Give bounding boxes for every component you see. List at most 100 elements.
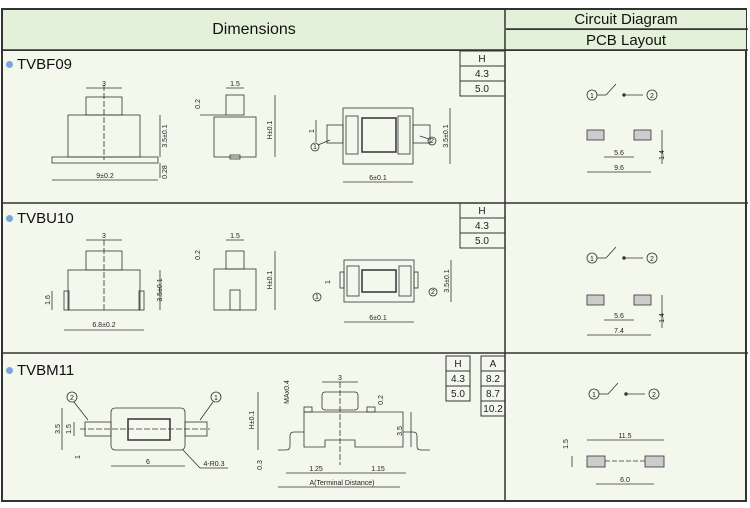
- h-value: 5.0: [475, 236, 489, 247]
- dimensions-header: Dimensions: [3, 10, 505, 51]
- part-name: TVBM11: [17, 362, 75, 379]
- a-value: 10.2: [483, 404, 503, 415]
- pin-label: 2: [431, 289, 435, 296]
- h-header: H: [478, 54, 485, 65]
- dim-label: 1: [325, 280, 332, 284]
- pin-label: 1: [590, 93, 594, 100]
- h-value: 4.3: [451, 374, 465, 385]
- pin-label: 2: [70, 395, 74, 402]
- pin-label: 2: [652, 392, 656, 399]
- dim-label: 3.5±0.1: [162, 124, 169, 147]
- dimensions-header-label: Dimensions: [212, 21, 296, 38]
- dim-label: 1.4: [659, 150, 666, 160]
- dim-label: 3.5±0.1: [444, 269, 451, 292]
- pin-label: 1: [214, 395, 218, 402]
- pcb-pads: [571, 439, 665, 485]
- pcb-pads: [586, 129, 663, 173]
- pin-label: 1: [313, 144, 317, 151]
- top-view-tvbm11: [61, 391, 228, 469]
- pin-label: 2: [650, 93, 654, 100]
- dim-label: 1.5: [230, 81, 240, 88]
- dim-label: 0.28: [162, 165, 169, 179]
- dim-label: 3.5±0.1: [443, 124, 450, 147]
- dim-label: 3: [338, 375, 342, 382]
- switch-symbol: [588, 382, 660, 400]
- section-title-tvbm11: TVBM11: [6, 362, 74, 379]
- dim-label: 4-R0.3: [203, 461, 224, 468]
- dim-label: 3.5: [397, 426, 404, 436]
- switch-symbol: [586, 246, 658, 264]
- dim-label: 0.2: [195, 250, 202, 260]
- front-view-tvbf09: [51, 85, 161, 181]
- h-value: 5.0: [451, 389, 465, 400]
- dim-label: 1.25: [309, 466, 323, 473]
- h-header: H: [454, 359, 461, 370]
- dim-label: 0.3: [257, 460, 264, 470]
- pin-label: 1: [590, 256, 594, 263]
- pin-label: 1: [315, 294, 319, 301]
- dim-label: 1.15: [371, 466, 385, 473]
- table-grid: [2, 9, 748, 502]
- dim-label: 3.5±0.1: [157, 278, 164, 301]
- dim-label: 1: [75, 455, 82, 459]
- pin-label: 2: [650, 256, 654, 263]
- top-view-tvbu10: [312, 259, 452, 323]
- front-view-tvbu10: [51, 239, 161, 331]
- dim-label: 11.5: [618, 433, 631, 440]
- h-value: 5.0: [475, 84, 489, 95]
- dim-label: 3.5: [55, 424, 62, 434]
- pin-label: 2: [430, 138, 434, 145]
- dim-label: 1.6: [45, 295, 52, 305]
- h-value: 4.3: [475, 221, 489, 232]
- dim-label: 6.8±0.2: [92, 322, 115, 329]
- dim-label: 0.2: [195, 99, 202, 109]
- h-table-tvbf09: [459, 50, 506, 97]
- circuit-diagram-label: Circuit Diagram: [574, 11, 678, 28]
- dim-label: H±0.1: [267, 121, 274, 140]
- dim-label: 5.6: [614, 150, 624, 157]
- h-table-tvbu10: [459, 202, 506, 249]
- side-view-tvbf09: [200, 87, 276, 160]
- dim-label: 6±0.1: [369, 315, 387, 322]
- dim-label: 9±0.2: [96, 173, 114, 180]
- dim-label: 1.5: [563, 439, 570, 449]
- switch-symbol: [586, 83, 658, 101]
- part-name: TVBF09: [17, 56, 73, 73]
- h-value: 4.3: [475, 69, 489, 80]
- dim-label: H±0.1: [249, 411, 256, 430]
- side-view-tvbm11: [257, 381, 430, 488]
- dim-label: 0.2: [378, 395, 385, 405]
- part-name: TVBU10: [17, 210, 74, 227]
- side-view-tvbu10: [213, 239, 276, 311]
- a-value: 8.7: [486, 389, 500, 400]
- dim-label: 6: [146, 459, 150, 466]
- section-title-tvbu10: TVBU10: [6, 210, 74, 227]
- pcb-layout-label: PCB Layout: [585, 31, 667, 49]
- dim-label: 1: [309, 129, 316, 133]
- dim-label: 3: [102, 81, 106, 88]
- dim-label: 5.6: [614, 313, 624, 320]
- a-header: A: [490, 359, 497, 370]
- dim-label: 6.0: [620, 477, 630, 484]
- dim-label: 3: [102, 233, 106, 240]
- bullet-icon: [6, 367, 13, 374]
- dim-label: 1.5: [66, 424, 73, 434]
- pin-label: 1: [592, 392, 596, 399]
- dim-label: 9.6: [614, 165, 624, 172]
- dim-label: MAx0.4: [284, 380, 291, 404]
- pcb-pads: [586, 294, 663, 336]
- dim-label: A(Terminal Distance): [310, 480, 375, 487]
- dim-label: 6±0.1: [369, 175, 387, 182]
- dim-label: H±0.1: [267, 271, 274, 290]
- section-title-tvbf09: TVBF09: [6, 56, 72, 73]
- dim-label: 7.4: [614, 328, 624, 335]
- a-value: 8.2: [486, 374, 500, 385]
- h-header: H: [478, 206, 485, 217]
- dim-label: 1.4: [659, 313, 666, 323]
- h-table-tvbm11: [445, 355, 506, 417]
- spec-table: [1, 8, 747, 502]
- bullet-icon: [6, 215, 13, 222]
- top-view-tvbf09: [310, 107, 451, 183]
- bullet-icon: [6, 61, 13, 68]
